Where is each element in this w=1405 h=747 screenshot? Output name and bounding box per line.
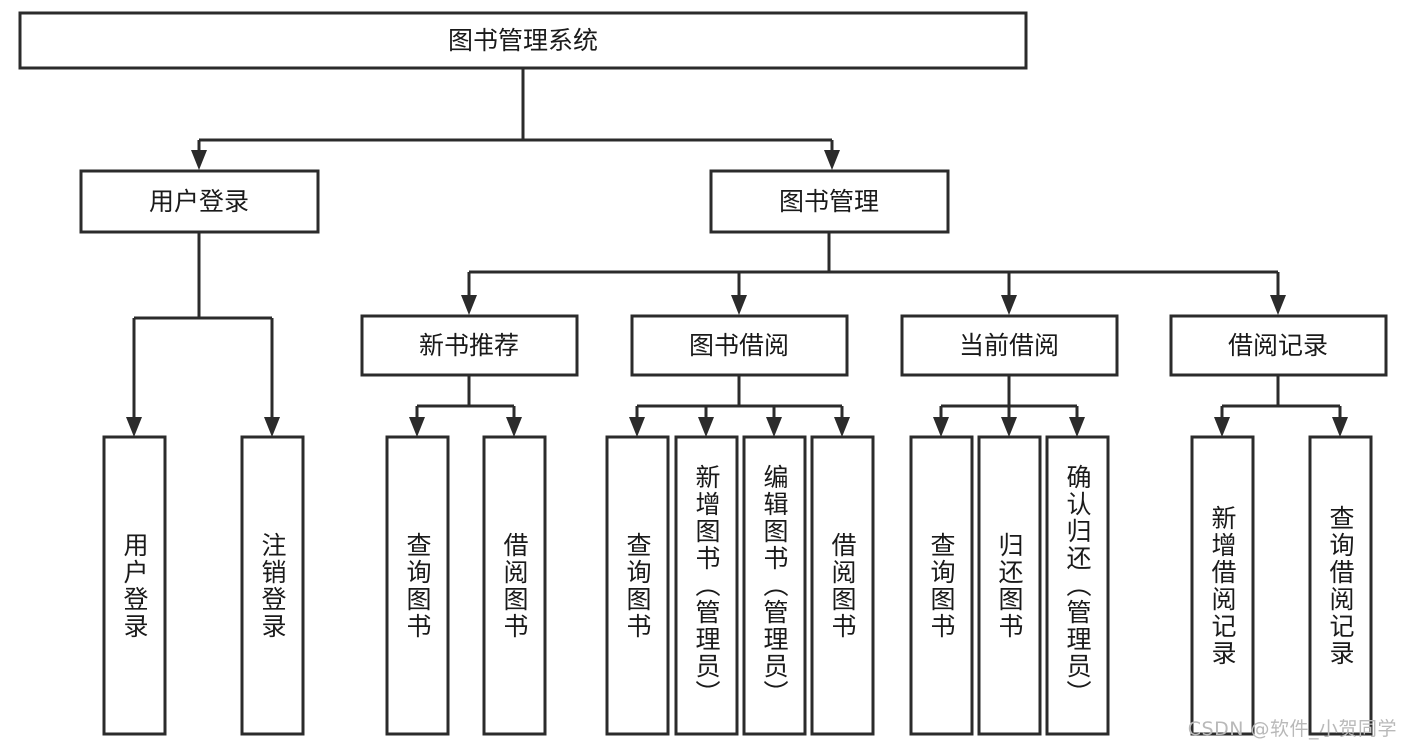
connector-root-to-level2 <box>191 68 840 170</box>
leaf-box-borrow-record-0[interactable] <box>1190 435 1255 736</box>
leaf-box-borrow-record-1[interactable] <box>1308 435 1373 736</box>
arrow-head-icon <box>126 417 142 437</box>
leaf-box-book-borrow-3[interactable] <box>810 435 875 736</box>
node-new-book-recommend[interactable]: 新书推荐 <box>360 314 579 377</box>
leaf-box-new-book-1[interactable] <box>482 435 547 736</box>
watermark-text: CSDN @软件_小贺同学 <box>1187 718 1397 740</box>
leaf-box-current-borrow-1[interactable] <box>977 435 1042 736</box>
arrow-head-icon <box>506 417 522 437</box>
connector-user-login-to-leaves <box>126 232 280 437</box>
leaf-box-current-borrow-0[interactable] <box>909 435 974 736</box>
arrow-head-icon <box>1214 417 1230 437</box>
arrow-head-icon <box>191 150 207 170</box>
arrow-head-icon <box>629 417 645 437</box>
connector-borrow-record-to-leaves <box>1214 375 1348 437</box>
node-new-book-recommend-label: 新书推荐 <box>419 331 519 360</box>
node-root-label: 图书管理系统 <box>448 26 598 55</box>
node-book-management-label: 图书管理 <box>779 187 879 216</box>
node-user-login[interactable]: 用户登录 <box>79 169 320 234</box>
arrow-head-icon <box>766 417 782 437</box>
node-borrow-record[interactable]: 借阅记录 <box>1169 314 1388 377</box>
arrow-head-icon <box>409 417 425 437</box>
connector-book-management-to-level3 <box>461 232 1286 315</box>
arrow-head-icon <box>1069 417 1085 437</box>
arrow-head-icon <box>933 417 949 437</box>
node-book-borrow-label: 图书借阅 <box>689 331 789 360</box>
leaf-box-user-login-1[interactable] <box>240 435 305 736</box>
node-user-login-box[interactable] <box>79 169 320 234</box>
node-borrow-record-label: 借阅记录 <box>1228 331 1328 360</box>
arrow-head-icon <box>1270 295 1286 315</box>
leaf-box-new-book-0[interactable] <box>385 435 450 736</box>
arrow-head-icon <box>731 295 747 315</box>
connector-book-borrow-to-leaves <box>629 375 850 437</box>
connector-current-borrow-to-leaves <box>933 375 1085 437</box>
node-book-management[interactable]: 图书管理 <box>709 169 950 234</box>
leaf-box-user-login-0[interactable] <box>102 435 167 736</box>
node-current-borrow-label: 当前借阅 <box>959 331 1059 360</box>
leaf-box-book-borrow-0[interactable] <box>605 435 670 736</box>
arrow-head-icon <box>834 417 850 437</box>
node-current-borrow[interactable]: 当前借阅 <box>900 314 1119 377</box>
arrow-head-icon <box>698 417 714 437</box>
leaf-box-current-borrow-2[interactable] <box>1045 435 1110 736</box>
arrow-head-icon <box>1001 295 1017 315</box>
arrow-head-icon <box>824 150 840 170</box>
arrow-head-icon <box>1001 417 1017 437</box>
node-current-borrow-box[interactable] <box>900 314 1119 377</box>
leaf-box-book-borrow-2[interactable] <box>742 435 807 736</box>
arrow-head-icon <box>461 295 477 315</box>
arrow-head-icon <box>1332 417 1348 437</box>
node-user-login-label: 用户登录 <box>149 187 249 216</box>
connector-new-book-recommend-to-leaves <box>409 375 522 437</box>
node-book-borrow[interactable]: 图书借阅 <box>630 314 849 377</box>
arrow-head-icon <box>264 417 280 437</box>
node-new-book-recommend-box[interactable] <box>360 314 579 377</box>
leaf-box-book-borrow-1[interactable] <box>674 435 739 736</box>
node-root-box[interactable] <box>18 11 1028 70</box>
node-root[interactable]: 图书管理系统 <box>18 11 1028 70</box>
